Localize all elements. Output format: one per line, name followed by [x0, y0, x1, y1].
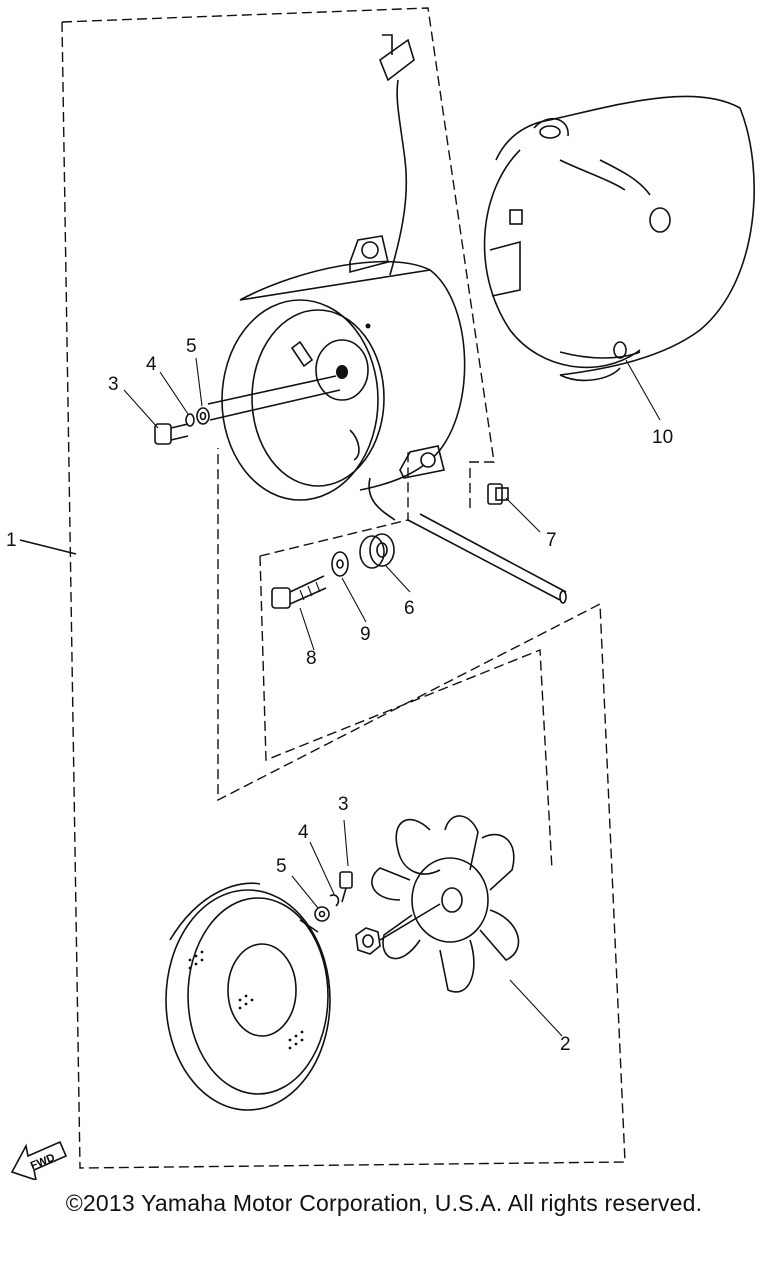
callout-7: 7 [546, 530, 557, 551]
leader-lines [123, 357, 661, 1037]
callout-1: 1 [6, 530, 17, 551]
washer-9 [331, 551, 349, 577]
screw-3-upper [154, 423, 189, 445]
bolt-8 [271, 575, 327, 609]
spring-washer-4-lower [329, 894, 340, 907]
screw-3-lower [339, 871, 353, 903]
callout-10: 10 [652, 427, 673, 448]
grommet-6 [359, 533, 395, 569]
callout-4-lower: 4 [298, 822, 309, 843]
fan-blade-2 [371, 815, 520, 993]
leader-1 [19, 539, 77, 555]
callout-9: 9 [360, 624, 371, 645]
callout-2: 2 [560, 1034, 571, 1055]
fan-motor-housing [221, 34, 466, 521]
callout-4-upper: 4 [146, 354, 157, 375]
callout-3-upper: 3 [108, 374, 119, 395]
fwd-label: FWD [29, 1152, 57, 1173]
exploded-parts-diagram: 1 2 3 3 4 4 5 5 6 7 8 9 10 FWD [6, 7, 755, 1180]
callout-5-lower: 5 [276, 856, 287, 877]
nut [355, 903, 441, 955]
spring-washer-4-upper [185, 413, 195, 427]
bolt-7 [487, 483, 509, 505]
fan-shroud [483, 95, 755, 382]
copyright-notice: ©2013 Yamaha Motor Corporation, U.S.A. A… [65, 1190, 703, 1216]
callout-8: 8 [306, 648, 317, 669]
callout-6: 6 [404, 598, 415, 619]
assembly-boundary [61, 7, 626, 1169]
callout-3-lower: 3 [338, 794, 349, 815]
washer-5-lower [314, 906, 330, 922]
washer-5-upper [196, 407, 210, 425]
shaft [207, 375, 567, 604]
fwd-arrow-icon: FWD [10, 1140, 68, 1180]
fan-cover [165, 882, 331, 1111]
callout-5-upper: 5 [186, 336, 197, 357]
